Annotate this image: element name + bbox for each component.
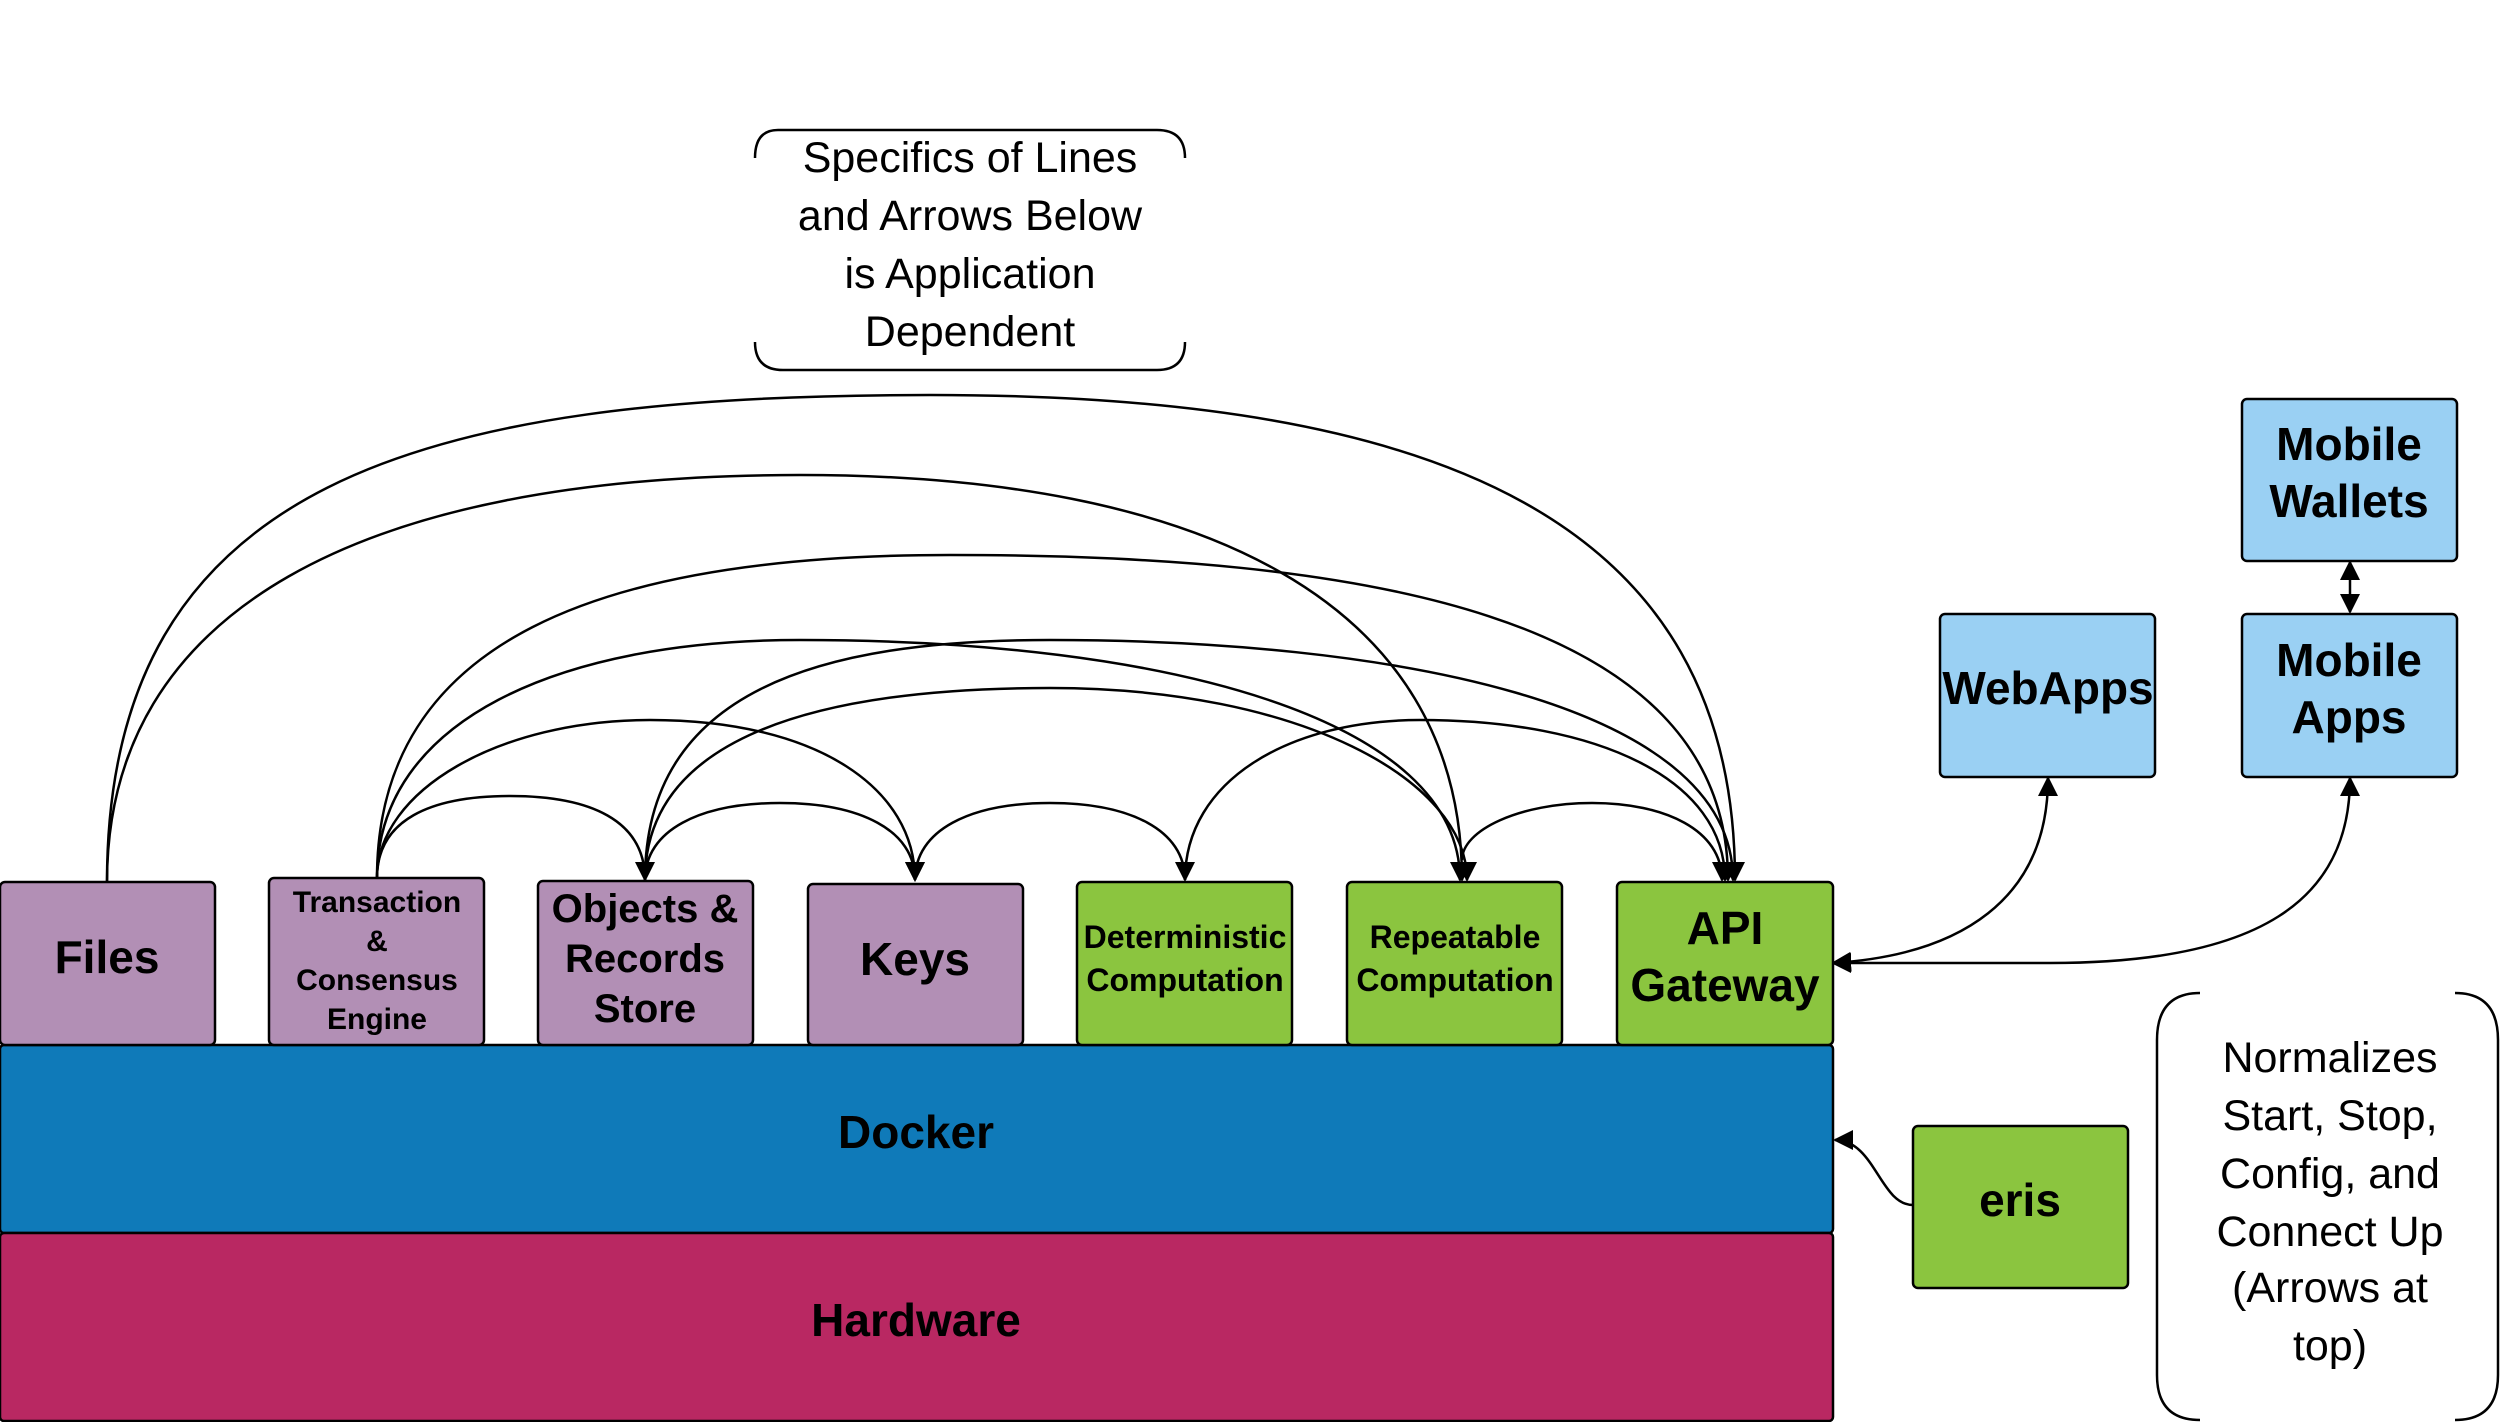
eris-box: eris: [1911, 1124, 2130, 1290]
deterministic-label: Deterministic: [1084, 919, 1287, 955]
transaction-engine-label: Engine: [327, 1003, 427, 1036]
transaction-engine-label: Transaction: [293, 886, 461, 919]
connector-tx-repeatable: [375, 638, 1470, 882]
connector-objects-keys: [643, 801, 925, 882]
api-gateway-box: API Gateway: [1615, 880, 1835, 1047]
note-line: Connect Up: [2216, 1208, 2443, 1256]
keys-box: Keys: [806, 882, 1025, 1047]
repeatable-computation-box: Repeatable Computation: [1345, 880, 1564, 1047]
docker-label: Docker: [838, 1106, 994, 1158]
connector-keys-deterministic: [913, 801, 1195, 882]
objects-store-label: Objects &: [552, 887, 739, 931]
api-gateway-label: Gateway: [1630, 959, 1820, 1011]
note-normalizes: Normalizes Start, Stop, Config, and Conn…: [2155, 991, 2500, 1422]
note-line: and Arrows Below: [798, 192, 1143, 240]
mobile-wallets-label: Wallets: [2269, 475, 2428, 527]
connector-api-mobile-apps: [1831, 776, 2360, 973]
connector-tx-objects: [375, 794, 655, 882]
connector-files-api: [105, 393, 1745, 883]
connector-api-webapps: [1831, 776, 2058, 972]
files-label: Files: [55, 931, 160, 983]
objects-store-box: Objects & Records Store: [536, 879, 755, 1047]
note-line: Specifics of Lines: [803, 134, 1138, 182]
transaction-engine-label: Consensus: [296, 964, 458, 997]
repeatable-label: Computation: [1356, 962, 1553, 998]
objects-store-label: Store: [594, 987, 696, 1031]
webapps-label: WebApps: [1942, 662, 2153, 714]
deterministic-label: Computation: [1086, 962, 1283, 998]
connector-deterministic-api: [1183, 718, 1735, 882]
mobile-wallets-label: Mobile: [2276, 418, 2422, 470]
note-line: Dependent: [865, 308, 1075, 356]
hardware-layer: Hardware: [0, 1231, 1835, 1422]
eris-label: eris: [1979, 1174, 2061, 1226]
webapps-box: WebApps: [1938, 612, 2157, 779]
deterministic-computation-box: Deterministic Computation: [1075, 880, 1294, 1047]
note-line: top): [2293, 1322, 2367, 1370]
connector-objects-repeatable: [643, 686, 1477, 882]
note-line: Start, Stop,: [2222, 1092, 2437, 1140]
connector-repeatable-api: [1460, 801, 1732, 882]
mobile-apps-label: Mobile: [2276, 634, 2422, 686]
connector-objects-api: [643, 638, 1743, 882]
files-box: Files: [0, 880, 217, 1047]
mobile-apps-box: Mobile Apps: [2240, 612, 2459, 779]
note-line: (Arrows at: [2232, 1264, 2428, 1312]
objects-store-label: Records: [565, 937, 725, 981]
mobile-wallets-box: Mobile Wallets: [2240, 397, 2459, 563]
transaction-engine-label: &: [366, 925, 388, 958]
keys-label: Keys: [860, 933, 970, 985]
connector-files-repeatable: [105, 473, 1472, 883]
note-line: is Application: [845, 250, 1096, 298]
note-line: Normalizes: [2222, 1034, 2437, 1082]
docker-layer: Docker: [0, 1043, 1835, 1235]
hardware-label: Hardware: [811, 1294, 1021, 1346]
note-line: Config, and: [2220, 1150, 2440, 1198]
api-gateway-label: API: [1687, 902, 1764, 954]
connector-lines: [105, 393, 2360, 1207]
connector-tx-keys: [375, 718, 925, 882]
connector-tx-api: [375, 553, 1738, 882]
mobile-apps-label: Apps: [2292, 691, 2407, 743]
repeatable-label: Repeatable: [1370, 919, 1541, 955]
connector-eris-docker: [1833, 1130, 1914, 1207]
note-application-dependent: Specifics of Lines and Arrows Below is A…: [753, 128, 1187, 372]
transaction-engine-box: Transaction & Consensus Engine: [267, 876, 486, 1047]
